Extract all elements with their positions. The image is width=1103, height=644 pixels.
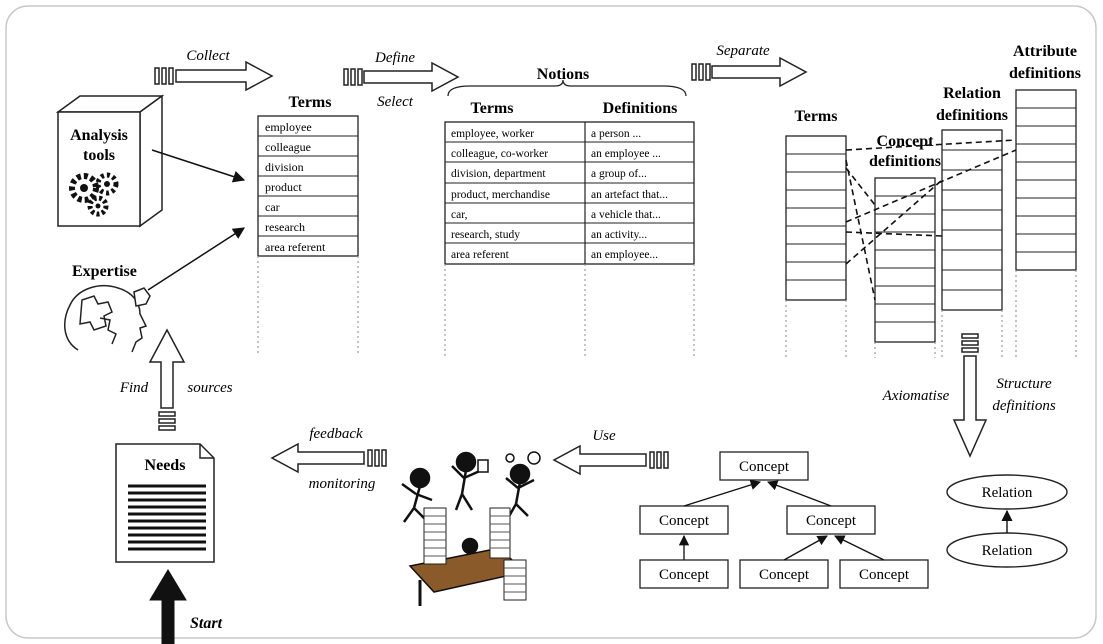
axiomatise-label: Axiomatise [882, 388, 950, 404]
term-item: car [265, 200, 280, 214]
notion-definition: a group of... [591, 168, 647, 180]
select-label: Select [377, 94, 414, 110]
needs-label: Needs [145, 457, 186, 474]
notions-col-terms: Terms [471, 100, 514, 117]
concept-leaf: Concept [759, 567, 810, 583]
concept-definitions-stack [874, 177, 936, 358]
notion-definition: an artefact that... [591, 189, 668, 201]
analysis-tools-label-1: Analysis [70, 127, 128, 144]
term-item: colleague [265, 140, 311, 154]
notion-term: product, merchandise [451, 189, 550, 201]
notion-term: colleague, co-worker [451, 148, 548, 160]
concept-hierarchy: Concept Concept Concept Concept Concept … [639, 451, 929, 589]
needs-text-lines [128, 484, 206, 551]
relation-node-bottom: Relation [982, 543, 1033, 559]
term-item: employee [265, 120, 312, 134]
notion-definition: an employee ... [591, 148, 661, 160]
concept-leaf: Concept [659, 567, 710, 583]
term-item: division [265, 160, 304, 174]
find-sources-arrow [148, 328, 186, 431]
concept-mid-left: Concept [659, 513, 710, 529]
axiomatise-arrow [952, 333, 988, 458]
relation-defs-title-2: definitions [936, 107, 1008, 124]
monitoring-label: monitoring [309, 476, 376, 492]
notion-definition: a person ... [591, 128, 641, 140]
notion-term: car, [451, 209, 468, 221]
relation-definitions-stack [941, 129, 1003, 358]
define-select-arrow [343, 61, 460, 93]
concept-leaf: Concept [859, 567, 910, 583]
terms-list: employee colleague division product car … [257, 115, 359, 356]
attribute-defs-title-2: definitions [1009, 65, 1081, 82]
notion-term: division, department [451, 168, 546, 180]
find-label: Find [119, 380, 149, 396]
concept-defs-title-2: definitions [869, 153, 941, 170]
attribute-definitions-stack [1015, 89, 1077, 358]
feedback-label: feedback [309, 426, 363, 442]
structure-label-1: Structure [996, 376, 1052, 392]
collect-arrow [154, 60, 274, 92]
structure-label-2: definitions [992, 398, 1055, 414]
notion-term: employee, worker [451, 128, 534, 140]
separated-terms-title: Terms [795, 108, 838, 125]
use-arrow [552, 444, 669, 476]
relation-hierarchy: Relation Relation [946, 474, 1068, 568]
separate-arrow [691, 56, 808, 88]
notion-term: research, study [451, 229, 520, 241]
expertise-label: Expertise [72, 263, 137, 280]
expertise-to-terms-arrow [147, 227, 246, 291]
notions-col-definitions: Definitions [603, 100, 678, 117]
notion-definition: an activity... [591, 229, 647, 241]
term-item: research [265, 220, 305, 234]
tools-to-terms-arrow [151, 149, 246, 183]
needs-document: Needs [115, 443, 215, 563]
terms-list-title: Terms [289, 94, 332, 111]
notion-term: area referent [451, 249, 510, 261]
separated-terms-stack [785, 135, 847, 358]
sources-label: sources [187, 380, 232, 396]
concept-defs-title-1: Concept [877, 133, 935, 150]
term-item: area referent [265, 240, 326, 254]
notions-brace [447, 79, 687, 97]
concept-root: Concept [739, 459, 790, 475]
attribute-defs-title-1: Attribute [1013, 43, 1077, 60]
gears-icon [69, 172, 119, 217]
analysis-tools-box: Analysis tools [55, 94, 165, 228]
term-item: product [265, 180, 302, 194]
collect-label: Collect [186, 48, 230, 64]
analysis-tools-label-2: tools [83, 147, 115, 164]
head-puzzle-icon [64, 284, 151, 353]
notions-table: employee, worker a person ... colleague,… [444, 121, 695, 358]
feedback-arrow [270, 442, 387, 474]
notion-definition: a vehicle that... [591, 209, 661, 221]
define-label: Define [374, 50, 415, 66]
users-office-illustration [401, 451, 541, 606]
start-label: Start [190, 615, 223, 632]
separate-label: Separate [716, 43, 770, 59]
notion-definition: an employee... [591, 249, 658, 261]
start-arrow [149, 569, 187, 644]
relation-defs-title-1: Relation [943, 85, 1001, 102]
term-mapping-lines [845, 139, 1017, 301]
concept-mid-right: Concept [806, 513, 857, 529]
relation-node-top: Relation [982, 485, 1033, 501]
use-label: Use [592, 428, 616, 444]
notions-title: Notions [537, 66, 589, 83]
